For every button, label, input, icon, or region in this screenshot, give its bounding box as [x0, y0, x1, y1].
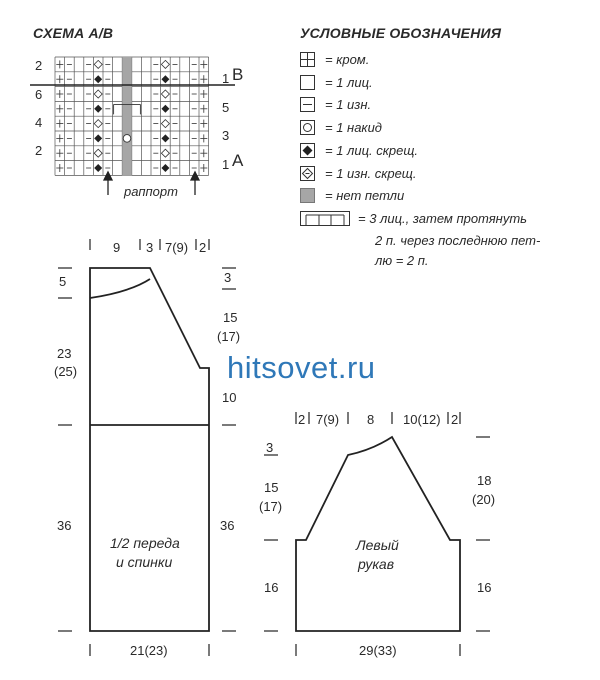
stitch-chart	[30, 56, 235, 195]
purl-crossed-mark	[93, 59, 103, 69]
legend-title: УСЛОВНЫЕ ОБОЗНАЧЕНИЯ	[300, 25, 502, 41]
sleeve-height-3: 3	[266, 440, 274, 455]
knit-stitch-icon	[300, 74, 315, 90]
sleeve-height-16-right: 16	[477, 580, 492, 595]
legend-item-knit-crossed: = 1 лиц. скрещ.	[300, 140, 418, 160]
chart-row-left-4: 2	[35, 143, 43, 158]
legend-item-purl-crossed: = 1 изн. скрещ.	[300, 163, 416, 183]
yarn-over-mark	[122, 134, 132, 143]
body-label-line-2: и спинки	[116, 554, 173, 570]
sleeve-bottom-width: 29(33)	[359, 643, 397, 658]
knit-crossed-mark	[161, 75, 170, 84]
legend-text-yarn-over: = 1 накид	[325, 119, 382, 135]
chart-row-left-2: 6	[35, 87, 43, 102]
sleeve-width-2-right: 2	[451, 412, 459, 427]
chart-row-right-3: 3	[222, 128, 230, 143]
repeat-arrows	[102, 170, 201, 195]
no-stitch-icon	[300, 187, 315, 203]
legend-item-three-knit: = 3 лиц., затем протянуть	[300, 208, 527, 228]
sleeve-height-16-left: 16	[264, 580, 279, 595]
sleeve-width-10-12: 10(12)	[403, 412, 441, 427]
legend-text-purl-crossed: = 1 изн. скрещ.	[325, 165, 417, 181]
legend-item-yarn-over: = 1 накид	[300, 117, 382, 137]
purl-crossed-mark	[160, 59, 170, 69]
legend-text-knit-crossed: = 1 лиц. скрещ.	[325, 142, 419, 158]
repeat-label: раппорт	[124, 184, 178, 199]
scheme-title: СХЕМА А/В	[33, 25, 114, 41]
knit-crossed-mark	[94, 164, 103, 172]
sleeve-height-17: (17)	[259, 499, 283, 514]
edge-stitch-icon	[300, 51, 315, 67]
knit-crossed-mark	[161, 104, 170, 113]
sleeve-label-line-2: рукав	[358, 556, 395, 572]
marker-b: B	[232, 65, 244, 84]
sleeve-height-20: (20)	[472, 492, 496, 507]
legend-item-purl: = 1 изн.	[300, 94, 371, 114]
body-height-17: (17)	[217, 329, 241, 344]
knit-crossed-mark	[161, 164, 170, 172]
body-height-36-left: 36	[57, 518, 72, 533]
marker-a: A	[232, 151, 244, 170]
purl-crossed-mark	[93, 89, 103, 99]
legend-continuation-1: 2 п. через последнюю пет-	[375, 233, 541, 248]
body-height-15: 15	[223, 310, 238, 325]
legend-text-three-knit: = 3 лиц., затем протянуть	[358, 210, 527, 226]
body-width-7-9: 7(9)	[165, 240, 189, 255]
purl-crossed-mark	[160, 148, 170, 158]
body-height-10: 10	[222, 390, 237, 405]
knit-crossed-icon	[300, 142, 315, 158]
purl-crossed-icon	[300, 165, 315, 181]
sleeve-height-18: 18	[477, 473, 492, 488]
legend-text-purl: = 1 изн.	[325, 96, 372, 112]
purl-crossed-mark	[160, 119, 170, 129]
purl-crossed-mark	[93, 119, 103, 129]
body-height-25: (25)	[54, 364, 78, 379]
body-height-23: 23	[57, 346, 72, 361]
body-label-line-1: 1/2 переда	[110, 535, 180, 551]
legend-text-edge: = кром.	[325, 51, 370, 67]
sleeve-width-7-9: 7(9)	[316, 412, 340, 427]
chart-row-right-4: 1	[222, 157, 230, 172]
sleeve-height-15: 15	[264, 480, 279, 495]
body-height-36-right: 36	[220, 518, 235, 533]
legend-text-no-stitch: = нет петли	[325, 187, 405, 203]
knit-crossed-mark	[94, 134, 103, 143]
legend-continuation-2: лю = 2 п.	[375, 253, 429, 268]
chart-row-left-1: 2	[35, 58, 43, 73]
three-knit-pass-icon	[300, 210, 350, 226]
purl-crossed-mark	[160, 89, 170, 99]
site-watermark: hitsovet.ru	[227, 350, 376, 385]
knit-crossed-mark	[94, 75, 103, 84]
body-width-3: 3	[146, 240, 154, 255]
body-height-5: 5	[59, 274, 67, 289]
body-width-2: 2	[199, 240, 207, 255]
yarn-over-icon	[300, 119, 315, 135]
body-height-3: 3	[224, 270, 232, 285]
legend-item-knit: = 1 лиц.	[300, 72, 373, 92]
knit-crossed-mark	[161, 134, 170, 143]
body-bottom-width: 21(23)	[130, 643, 168, 658]
sleeve-label-line-1: Левый	[356, 537, 399, 553]
chart-row-right-2: 5	[222, 100, 230, 115]
chart-row-right-1: 1	[222, 71, 230, 86]
no-stitch-column	[122, 57, 132, 176]
chart-row-left-3: 4	[35, 115, 43, 130]
purl-stitch-icon	[300, 96, 315, 112]
body-width-9: 9	[113, 240, 121, 255]
sleeve-width-8: 8	[367, 412, 375, 427]
legend-item-edge: = кром.	[300, 49, 369, 69]
knit-crossed-mark	[94, 104, 103, 113]
legend-item-no-stitch: = нет петли	[300, 185, 404, 205]
purl-crossed-mark	[93, 148, 103, 158]
legend-text-knit: = 1 лиц.	[325, 74, 373, 90]
sleeve-width-2-left: 2	[298, 412, 306, 427]
